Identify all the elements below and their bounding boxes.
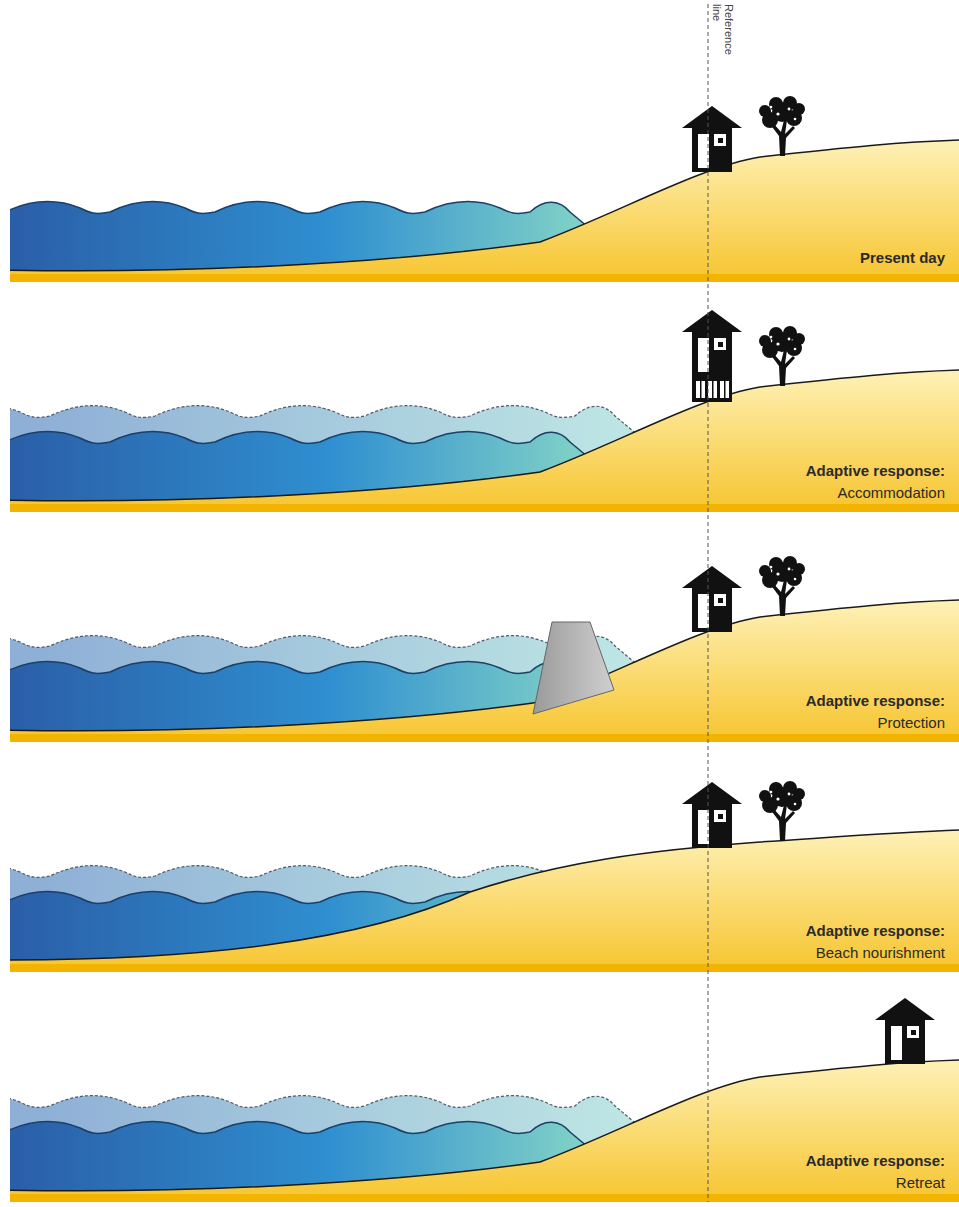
retreat-panel — [10, 998, 959, 1202]
house — [875, 998, 935, 1064]
response-heading: Adaptive response: — [806, 692, 945, 710]
house — [682, 566, 742, 632]
house — [682, 782, 742, 848]
response-heading: Adaptive response: — [806, 1152, 945, 1170]
house — [682, 106, 742, 172]
raised-house — [682, 310, 742, 402]
accommodation-panel — [10, 310, 959, 512]
response-heading: Adaptive response: — [806, 462, 945, 480]
beach — [10, 1060, 959, 1202]
beach — [10, 600, 959, 742]
present-day-panel — [10, 96, 959, 282]
nourished-beach — [10, 830, 959, 972]
beach — [10, 140, 959, 282]
reference-label: Reference line — [711, 4, 735, 62]
beach — [10, 370, 959, 512]
tree — [759, 96, 805, 156]
seawall — [533, 622, 614, 714]
tree — [759, 556, 805, 616]
response-name: Accommodation — [837, 484, 945, 502]
response-name: Retreat — [896, 1174, 945, 1192]
tree — [759, 326, 805, 386]
tree — [759, 781, 805, 841]
panel-title: Present day — [860, 249, 945, 267]
protection-panel — [10, 556, 959, 742]
response-heading: Adaptive response: — [806, 922, 945, 940]
nourishment-panel — [10, 781, 959, 972]
response-name: Protection — [877, 714, 945, 732]
reference-line — [708, 4, 709, 1202]
response-name: Beach nourishment — [816, 944, 945, 962]
